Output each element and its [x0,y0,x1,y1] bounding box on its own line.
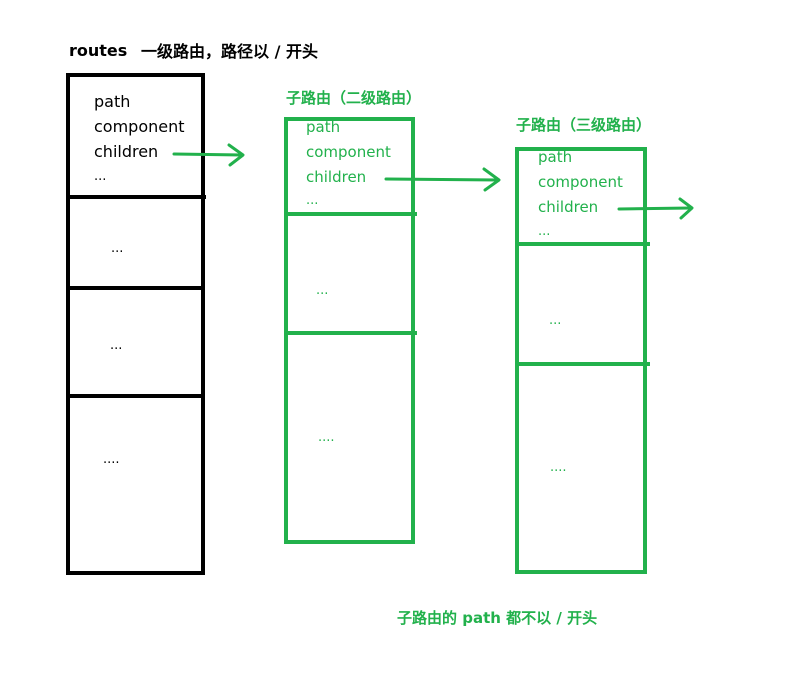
level2-box [284,117,417,544]
level3-field-path: path [538,148,573,166]
level2-field-more: ... [306,193,319,208]
level1-section-1: ... [111,241,124,256]
level3-section-1: ... [549,313,562,328]
level1-box [66,73,206,575]
arrow-level2-to-level3 [384,167,501,192]
level1-field-path: path [94,92,131,111]
level2-section-1: ... [316,283,329,298]
first-level-note: 一级路由，路径以 / 开头 [141,42,318,61]
level3-box [515,147,650,574]
level1-field-more: ... [94,169,107,184]
level2-title: 子路由（二级路由） [286,89,422,107]
level3-field-more: ... [538,224,551,239]
level2-field-component: component [306,143,391,161]
level1-section-3: .... [103,452,120,467]
routes-label: routes [69,41,128,60]
level3-field-component: component [538,173,623,191]
arrow-level3-out [617,197,694,220]
level1-field-children: children [94,142,159,161]
level2-field-children: children [306,168,367,186]
level3-field-children: children [538,198,599,216]
footer-note: 子路由的 path 都不以 / 开头 [397,609,598,627]
level3-section-2: .... [550,460,567,475]
level2-section-2: .... [318,430,335,445]
level1-field-component: component [94,117,185,136]
level2-field-path: path [306,118,341,136]
arrow-level1-to-level2 [172,143,245,167]
level3-title: 子路由（三级路由） [516,116,652,134]
level1-section-2: ... [110,338,123,353]
